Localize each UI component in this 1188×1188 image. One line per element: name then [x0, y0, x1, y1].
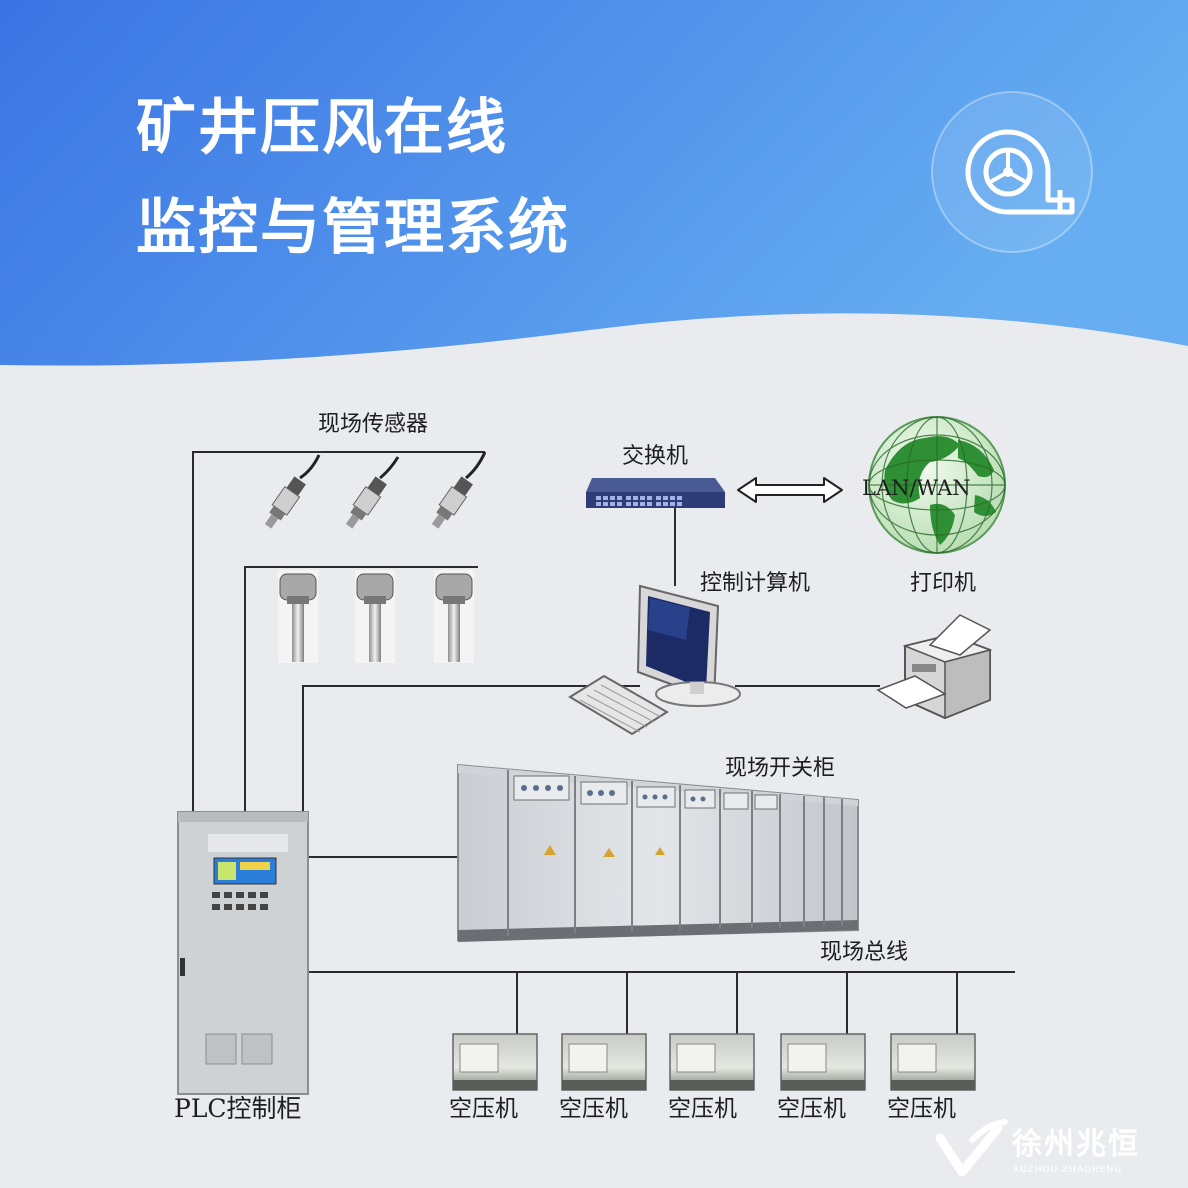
bidirectional-arrow-icon [737, 477, 843, 503]
air-compressor-label: 空压机 [777, 1096, 846, 1122]
switch-label: 交换机 [622, 444, 689, 469]
field-bus-label: 现场总线 [820, 940, 909, 965]
air-compressor-label: 空压机 [887, 1096, 956, 1122]
printer-icon [876, 614, 993, 720]
air-compressor-label: 空压机 [449, 1096, 518, 1122]
air-compressor [452, 1033, 538, 1091]
air-compressor-label: 空压机 [668, 1096, 737, 1122]
air-compressor [669, 1033, 755, 1091]
header-title-line-2: 监控与管理系统 [136, 193, 570, 263]
printer-label: 打印机 [910, 571, 977, 596]
field-sensors-label: 现场传感器 [318, 412, 429, 437]
control-computer-label: 控制计算机 [700, 571, 811, 596]
air-compressor [561, 1033, 647, 1091]
air-compressor [890, 1033, 976, 1091]
plc-cabinet [177, 811, 309, 1095]
network-label: LAN/WAN [862, 476, 971, 500]
turbine-fan-icon [931, 91, 1093, 253]
pressure-sensor [431, 451, 487, 529]
network-switch-icon [586, 478, 725, 508]
brand-logo-icon [935, 1119, 1008, 1177]
brand-name: 徐州兆恒 [1012, 1127, 1140, 1162]
switchgear-cabinet-row [457, 763, 859, 942]
keyboard-icon [568, 674, 669, 736]
pressure-sensor [345, 456, 400, 529]
header-banner [0, 0, 1188, 366]
brand-pinyin: XUZHOU ZHAOHENG [1013, 1165, 1123, 1175]
temperature-sensor [434, 570, 474, 663]
plc-cabinet-label: PLC控制柜 [174, 1094, 302, 1123]
header-title-line-1: 矿井压风在线 [136, 93, 508, 163]
temperature-sensor [278, 570, 318, 663]
wiring-lines [192, 451, 1015, 1040]
temperature-sensor [355, 570, 395, 663]
air-compressor-label: 空压机 [559, 1096, 628, 1122]
pressure-sensor [264, 454, 321, 529]
air-compressor [780, 1033, 866, 1091]
globe-icon [868, 416, 1006, 554]
computer-monitor-icon [636, 584, 741, 707]
switchgear-label: 现场开关柜 [725, 756, 836, 781]
